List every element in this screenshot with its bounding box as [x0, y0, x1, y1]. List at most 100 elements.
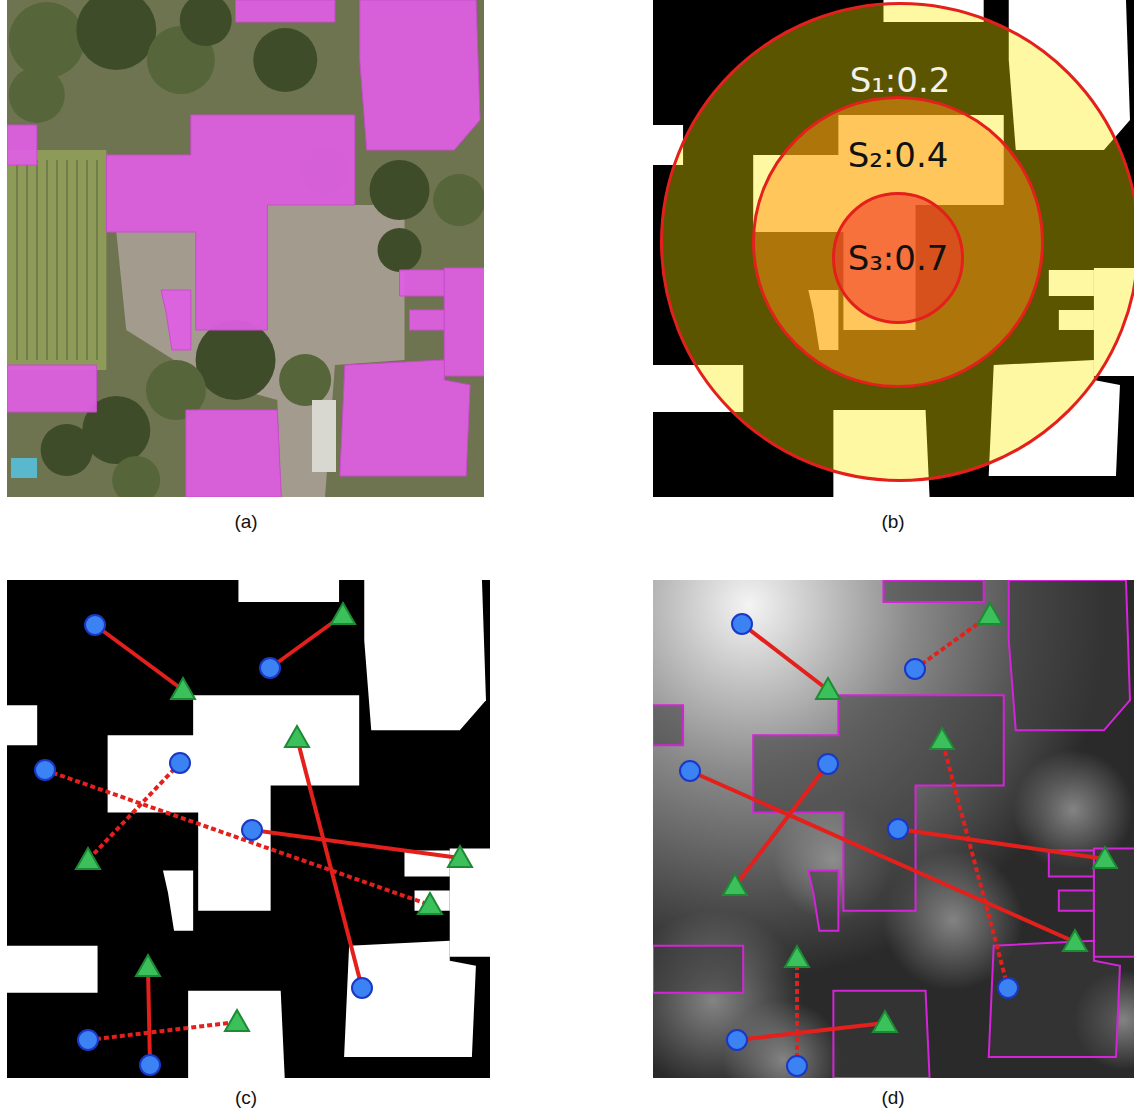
- building-outline: [1009, 580, 1130, 730]
- building-outline: [753, 695, 1004, 910]
- pair-line: [742, 624, 828, 690]
- fence-line: [76, 160, 78, 360]
- distance-glow: [723, 1000, 843, 1078]
- source-dot: [680, 761, 700, 781]
- score-band-inner: S₃:0.7: [832, 192, 964, 324]
- source-dot: [787, 1056, 807, 1076]
- fence-line: [96, 160, 98, 360]
- building-outline: [1059, 891, 1094, 911]
- building-mask: [7, 946, 98, 993]
- source-dot: [905, 659, 925, 679]
- score-band-outer: S₁:0.2S₂:0.4S₃:0.7: [660, 2, 1134, 482]
- target-triangle: [930, 728, 954, 749]
- target-triangle: [1063, 930, 1087, 951]
- building-overlay: [186, 410, 281, 497]
- fence-line: [26, 160, 28, 360]
- target-triangle: [816, 678, 840, 699]
- building-overlay: [161, 290, 191, 350]
- building-overlay: [7, 125, 37, 165]
- fence-line: [36, 160, 38, 360]
- source-dot: [170, 753, 190, 773]
- building-mask: [653, 0, 1134, 497]
- panel-label: (d): [881, 1087, 904, 1109]
- mask-point-pairs: [7, 580, 490, 1078]
- truck: [312, 400, 336, 472]
- building-outline: [883, 580, 983, 602]
- building-mask: [7, 705, 37, 745]
- fence-line: [66, 160, 68, 360]
- building-outline: [653, 705, 683, 745]
- pair-line: [148, 967, 150, 1065]
- building-mask: [163, 871, 193, 931]
- target-triangle: [331, 603, 355, 624]
- building-overlay: [106, 115, 354, 330]
- target-triangle: [448, 846, 472, 867]
- lawn: [7, 150, 106, 370]
- pool: [11, 458, 37, 478]
- building-overlay: [444, 268, 484, 376]
- source-dot: [732, 614, 752, 634]
- building-overlay: [400, 270, 445, 296]
- fence-line: [56, 160, 58, 360]
- target-triangle: [418, 893, 442, 914]
- pair-line: [297, 738, 362, 988]
- source-dot: [78, 1030, 98, 1050]
- score-label: S₃:0.7: [832, 241, 964, 275]
- pair-line: [95, 625, 183, 690]
- source-dot: [85, 615, 105, 635]
- fence-line: [86, 160, 88, 360]
- building-mask: [188, 991, 285, 1078]
- target-triangle: [873, 1011, 897, 1032]
- target-triangle: [1093, 847, 1117, 868]
- source-dot: [260, 658, 280, 678]
- building-overlay: [360, 0, 480, 150]
- source-dot: [888, 819, 908, 839]
- pair-line: [795, 958, 799, 1066]
- target-triangle: [978, 603, 1002, 624]
- distance-map-point-pairs: [653, 580, 1134, 1078]
- panel-label: (b): [881, 511, 904, 533]
- tree-canopy: [370, 160, 430, 220]
- source-dot: [818, 754, 838, 774]
- mask-background: [7, 580, 490, 1078]
- source-dot: [352, 978, 372, 998]
- score-label: S₂:0.4: [752, 138, 1044, 172]
- target-triangle: [171, 678, 195, 699]
- pair-line: [690, 771, 1075, 942]
- building-overlay: [7, 365, 96, 412]
- building-mask: [108, 695, 360, 910]
- pair-line: [88, 1022, 237, 1040]
- tree-canopy: [112, 456, 160, 497]
- target-triangle: [285, 726, 309, 747]
- fence-line: [46, 160, 48, 360]
- building-mask: [238, 580, 339, 602]
- building-mask: [364, 580, 486, 730]
- ground: [7, 0, 484, 497]
- building-mask: [344, 941, 476, 1057]
- target-triangle: [136, 955, 160, 976]
- tree-canopy: [180, 0, 232, 46]
- building-overlay: [409, 310, 444, 330]
- source-dot: [140, 1055, 160, 1075]
- panel-label: (a): [234, 511, 257, 533]
- tree-canopy: [253, 28, 317, 92]
- source-dot: [727, 1030, 747, 1050]
- pair-line: [898, 829, 1105, 859]
- panel-label: (c): [235, 1087, 257, 1109]
- tree-canopy: [196, 320, 276, 400]
- target-triangle: [76, 848, 100, 869]
- tree-canopy: [41, 424, 93, 476]
- tree-canopy: [9, 2, 85, 78]
- building-outline: [989, 941, 1120, 1057]
- building-outline: [653, 946, 743, 993]
- pair-line: [88, 763, 180, 860]
- pair-line: [735, 764, 828, 886]
- building-outline: [833, 991, 929, 1078]
- source-dot: [35, 760, 55, 780]
- tree-canopy: [279, 354, 331, 406]
- pair-line: [45, 770, 430, 905]
- tree-canopy: [378, 228, 422, 272]
- score-label: S₁:0.2: [660, 63, 1134, 97]
- target-triangle: [225, 1010, 249, 1031]
